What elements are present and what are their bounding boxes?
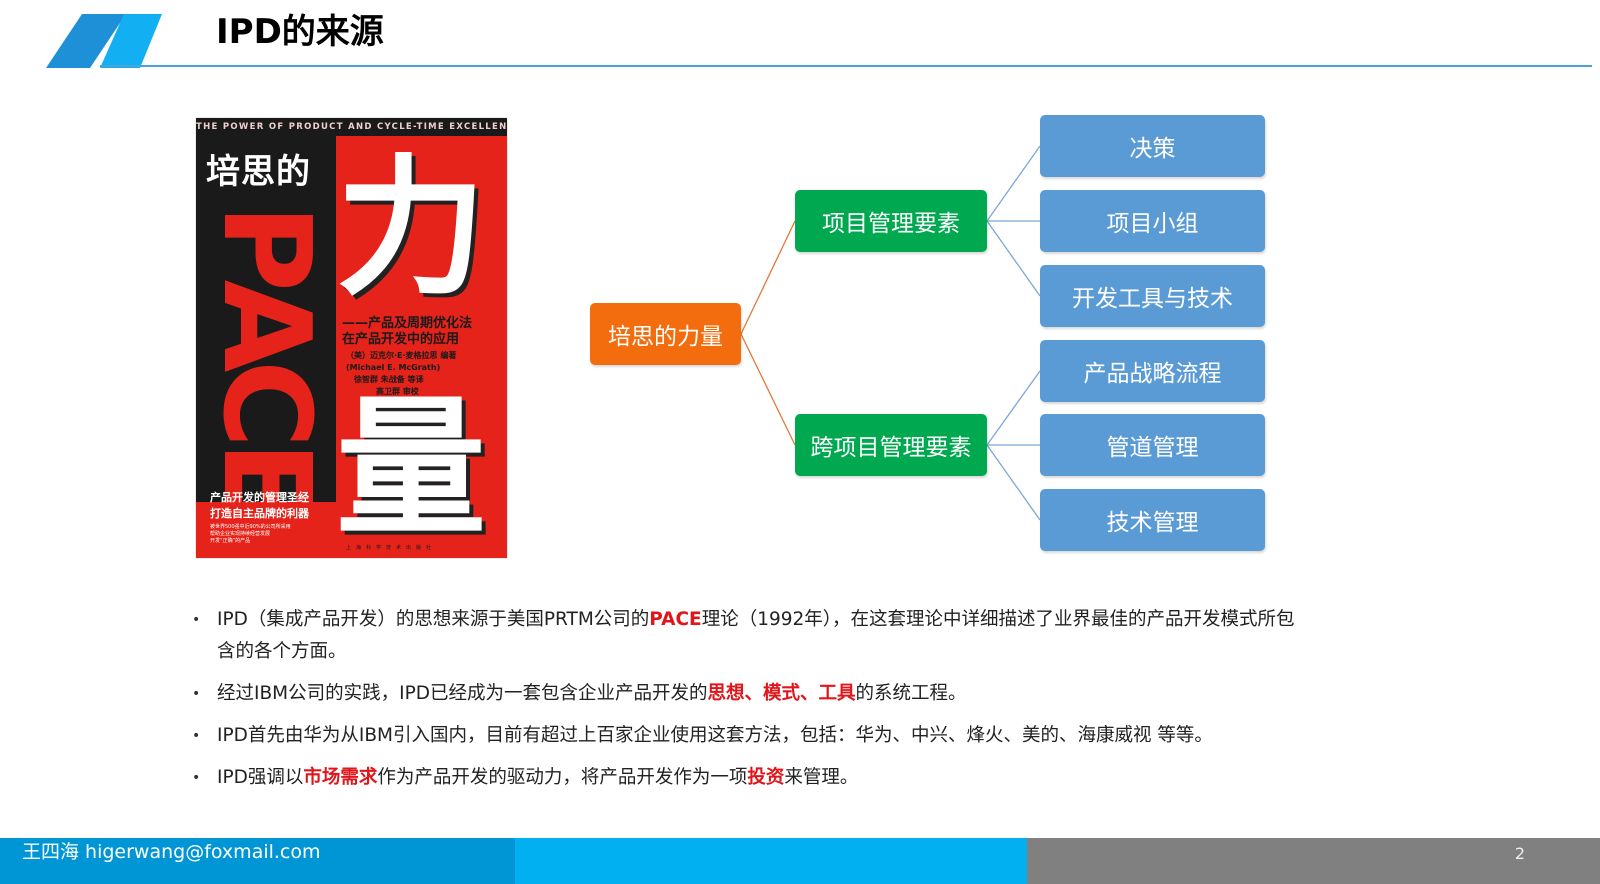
bullet-item: • IPD（集成产品开发）的思想来源于美国PRTM公司的PACE理论（1992年… [190,604,1310,668]
book-slogan: 产品开发的管理圣经 打造自主品牌的利器 [210,490,309,522]
bullet-text: 作为产品开发的驱动力，将产品开发作为一项 [377,767,748,788]
book-subtitle-line-2: 在产品开发中的应用 [342,332,460,347]
bullet-dot-icon: • [192,770,201,786]
book-pace-letters: P A C E [196,198,340,523]
footer-band-cyan [515,838,1027,884]
bullet-item: • IPD强调以市场需求作为产品开发的驱动力，将产品开发作为一项投资来管理。 [190,762,1310,794]
book-top-banner: THE POWER OF PRODUCT AND CYCLE-TIME EXCE… [196,118,507,136]
bullet-highlight: PACE [649,609,702,630]
book-title-big-1: 力 [336,140,487,316]
book-slogan-line-2: 打造自主品牌的利器 [210,507,309,520]
book-title-big-2: 量 [336,380,487,556]
book-small-line: 被世界500强中近90%的公司所采用 [210,524,291,530]
book-black-column [196,136,336,502]
bullet-text: IPD首先由华为从IBM引入国内，目前有超过上百家企业使用这套方法，包括：华为、… [217,725,1213,746]
diagram-branch-cross-project-mgmt: 跨项目管理要素 [795,414,987,476]
book-small-line: 开发“正确”的产品 [210,538,251,544]
title-divider [100,65,1592,67]
bullet-highlight: 市场需求 [303,767,378,788]
diagram-leaf-dev-tools: 开发工具与技术 [1040,265,1265,327]
page-number: 2 [1514,844,1526,863]
bullet-item: • 经过IBM公司的实践，IPD已经成为一套包含企业产品开发的思想、模式、工具的… [190,678,1310,710]
diagram-leaf-pipeline-mgmt: 管道管理 [1040,414,1265,476]
bullet-item: • IPD首先由华为从IBM引入国内，目前有超过上百家企业使用这套方法，包括：华… [190,720,1310,752]
bullet-dot-icon: • [192,686,201,702]
bullet-highlight: 投资 [747,767,785,788]
book-author-block: （美）迈克尔·E·麦格拉思 编著 (Michael E. McGrath) 徐智… [346,350,456,398]
bullet-text: IPD（集成产品开发）的思想来源于美国PRTM公司的 [217,609,650,630]
bullet-list: • IPD（集成产品开发）的思想来源于美国PRTM公司的PACE理论（1992年… [190,604,1310,804]
bullet-text: 的系统工程。 [855,683,967,704]
bullet-text: 经过IBM公司的实践，IPD已经成为一套包含企业产品开发的 [217,683,708,704]
diagram-root-node: 培思的力量 [590,303,741,365]
book-publisher: 上海科学技术出版社 [346,545,437,551]
bullet-text: IPD强调以 [217,767,304,788]
bullet-text: 来管理。 [784,767,859,788]
book-slogan-line-1: 产品开发的管理圣经 [210,491,309,504]
book-author-en: (Michael E. McGrath) [346,363,441,372]
footer-author: 王四海 higerwang@foxmail.com [22,841,321,863]
book-small-line: 帮助企业实现持续经营发展 [210,531,271,537]
footer-band-blue [0,838,515,884]
bullet-text: 理论（1992年），在这套理论中详细描述了业界最佳的产品开发模式所包含的各个方面… [217,609,1295,662]
book-title-prefix: 培思的 [206,152,311,192]
page-title: IPD的来源 [216,12,384,52]
book-author-cn: （美）迈克尔·E·麦格拉思 编著 [346,351,457,360]
diagram-leaf-tech-mgmt: 技术管理 [1040,489,1265,551]
book-reviewer: 高卫群 审校 [376,387,419,396]
bullet-highlight: 思想、模式、工具 [707,683,856,704]
bullet-dot-icon: • [192,728,201,744]
book-small-text: 被世界500强中近90%的公司所采用 帮助企业实现持续经营发展 开发“正确”的产… [210,524,291,545]
diagram-leaf-project-team: 项目小组 [1040,190,1265,252]
book-subtitle-line-1: ——产品及周期优化法 [342,316,473,331]
diagram-leaf-product-strategy: 产品战略流程 [1040,340,1265,402]
diagram-branch-project-mgmt: 项目管理要素 [795,190,987,252]
book-subtitle: ——产品及周期优化法 在产品开发中的应用 [342,316,472,348]
book-cover-image: THE POWER OF PRODUCT AND CYCLE-TIME EXCE… [196,118,507,558]
book-translators: 徐智群 朱战备 等译 [354,375,424,384]
bullet-dot-icon: • [192,612,201,628]
footer-band-gray [1027,838,1600,884]
diagram-leaf-decision: 决策 [1040,115,1265,177]
